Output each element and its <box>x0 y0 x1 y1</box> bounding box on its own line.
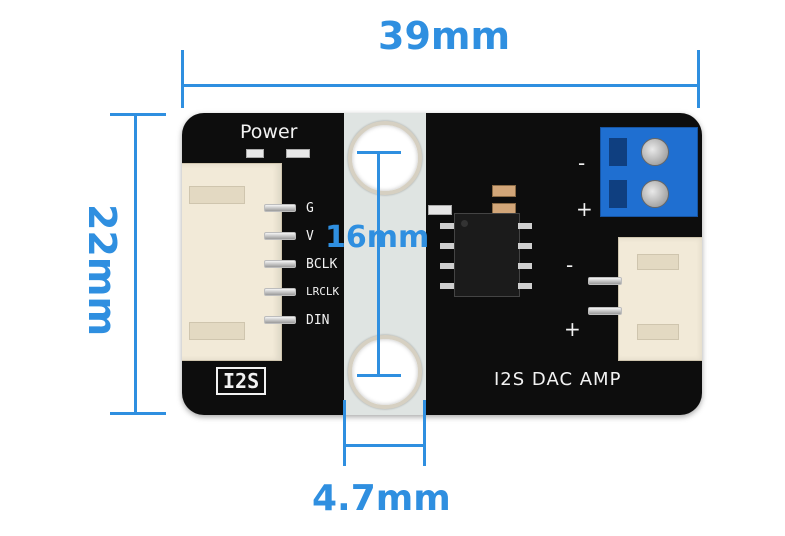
terminal-slot-bottom <box>609 180 627 208</box>
product-name-label: I2S DAC AMP <box>494 369 622 390</box>
power-led <box>246 149 264 158</box>
chip-leg <box>440 243 454 249</box>
connector-pin-din <box>264 316 296 324</box>
height-dimension-top-tick <box>110 113 166 116</box>
width-dimension-left-tick <box>181 50 184 108</box>
connector-pin-g <box>264 204 296 212</box>
strip-width-left-tick <box>343 400 346 466</box>
speaker-connector-slot-top <box>637 254 679 270</box>
chip-leg <box>440 223 454 229</box>
chip-pin1-dot <box>461 220 468 227</box>
speaker-minus-label: - <box>566 253 574 277</box>
terminal-slot-top <box>609 138 627 166</box>
strip-width-line <box>343 444 426 447</box>
terminal-minus-label: - <box>578 151 586 175</box>
speaker-connector-slot-bottom <box>637 324 679 340</box>
pin-label-bclk: BCLK <box>306 257 338 272</box>
speaker-connector <box>618 237 702 361</box>
height-dimension-label: 22mm <box>80 203 125 337</box>
strip-width-right-tick <box>423 400 426 466</box>
height-dimension-line <box>134 114 137 414</box>
chip-leg <box>518 243 532 249</box>
connector-latch-bottom <box>189 322 245 340</box>
hole-spacing-top-tick <box>357 151 401 154</box>
connector-pin-v <box>264 232 296 240</box>
connector-pin-bclk <box>264 260 296 268</box>
connector-pin-lrclk <box>264 288 296 296</box>
chip-leg <box>518 263 532 269</box>
hole-spacing-bottom-tick <box>357 374 401 377</box>
hole-spacing-label: 16mm <box>325 220 430 255</box>
power-screw-terminal <box>600 127 698 217</box>
screw-icon <box>641 138 669 166</box>
power-label: Power <box>240 121 298 143</box>
mounting-strip <box>344 113 426 415</box>
amplifier-chip <box>454 213 520 297</box>
strip-width-label: 4.7mm <box>312 478 451 519</box>
mounting-hole-top <box>348 121 422 195</box>
capacitor-c1 <box>492 185 516 197</box>
hole-spacing-line <box>377 152 380 376</box>
i2s-badge: I2S <box>216 367 267 395</box>
chip-leg <box>518 283 532 289</box>
connector-latch-top <box>189 186 245 204</box>
pin-label-v: V <box>306 229 314 244</box>
mounting-hole-bottom <box>348 335 422 409</box>
pcb-board: Power G V BCLK LRCLK DIN I2S - + <box>182 113 702 415</box>
chip-leg <box>440 283 454 289</box>
resistor-r1 <box>428 205 452 215</box>
width-dimension-right-tick <box>697 50 700 108</box>
chip-leg <box>518 223 532 229</box>
speaker-pin <box>588 277 622 285</box>
chip-leg <box>440 263 454 269</box>
speaker-pin <box>588 307 622 315</box>
width-dimension-line <box>182 84 700 87</box>
pin-label-g: G <box>306 201 314 216</box>
pin-label-lrclk: LRCLK <box>306 285 340 298</box>
speaker-plus-label: + <box>564 317 581 341</box>
width-dimension-label: 39mm <box>378 14 511 58</box>
terminal-plus-label: + <box>576 197 593 221</box>
height-dimension-bottom-tick <box>110 412 166 415</box>
power-resistor <box>286 149 310 158</box>
screw-icon <box>641 180 669 208</box>
pin-label-din: DIN <box>306 313 330 328</box>
